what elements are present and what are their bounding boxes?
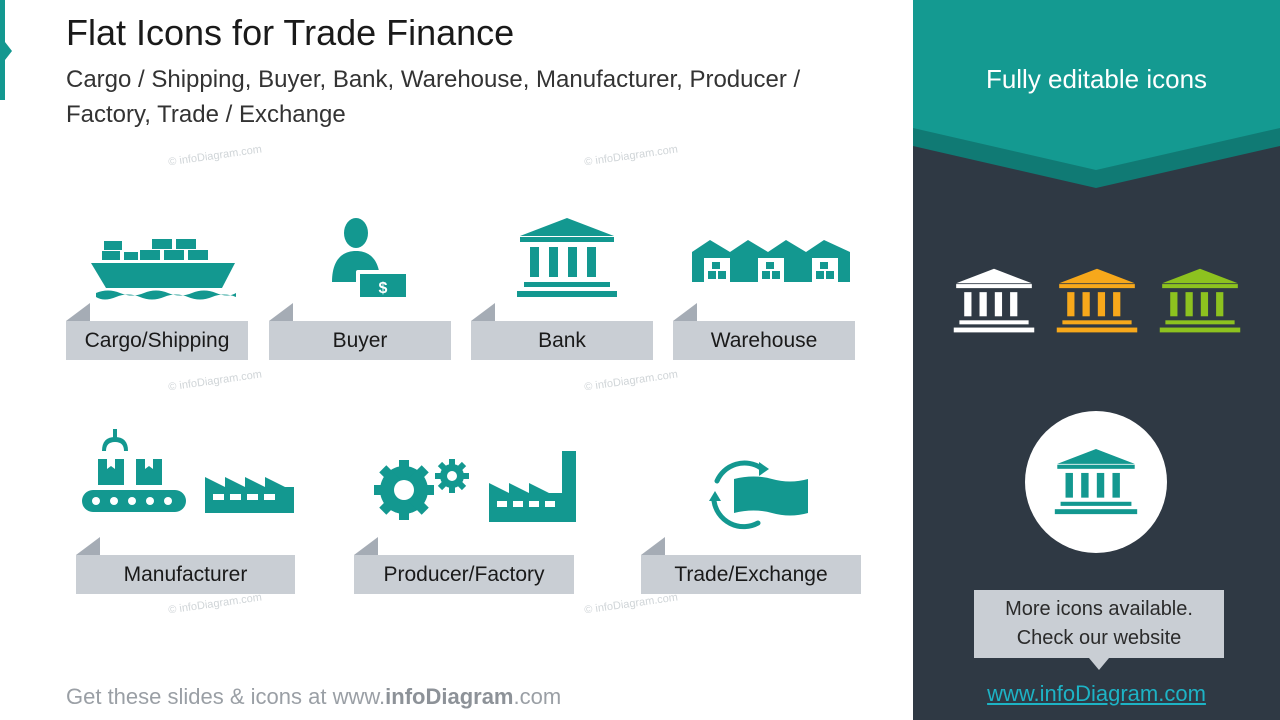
bank-icon-green <box>1159 268 1241 333</box>
footer-brand: infoDiagram <box>385 684 514 709</box>
more-icons-callout: More icons available. Check our website <box>974 590 1224 658</box>
watermark: © infoDiagram.com <box>583 143 679 169</box>
bank-icon-teal <box>1054 449 1138 515</box>
label-buyer: Buyer <box>269 321 451 360</box>
label-manufacturer: Manufacturer <box>76 555 295 594</box>
buyer-icon: $ <box>332 218 408 298</box>
label-bank: Bank <box>471 321 653 360</box>
bank-icon <box>517 218 617 297</box>
label-fold <box>269 303 293 321</box>
trade-exchange-icon <box>709 460 808 530</box>
label-fold <box>66 303 90 321</box>
watermark: © infoDiagram.com <box>583 368 679 394</box>
panel-banner <box>913 0 1280 188</box>
producer-factory-icon <box>374 451 576 522</box>
website-link[interactable]: www.infoDiagram.com <box>987 681 1206 706</box>
label-producer-factory: Producer/Factory <box>354 555 574 594</box>
label-fold <box>354 537 378 555</box>
svg-text:$: $ <box>379 280 388 297</box>
callout-line: Check our website <box>1016 627 1182 649</box>
label-fold <box>673 303 697 321</box>
left-accent-bar <box>0 0 5 100</box>
warehouse-icon <box>692 240 850 282</box>
panel-title: Fully editable icons <box>985 64 1208 94</box>
label-cargo-shipping: Cargo/Shipping <box>66 321 248 360</box>
right-panel: Fully editable icons <box>913 0 1280 720</box>
watermark: © infoDiagram.com <box>167 143 263 169</box>
cargo-ship-icon <box>91 239 236 300</box>
label-trade-exchange: Trade/Exchange <box>641 555 861 594</box>
label-fold <box>471 303 495 321</box>
manufacturer-icon <box>82 429 294 513</box>
bank-icon-circle <box>1025 411 1167 553</box>
callout-tail <box>1089 658 1109 670</box>
watermark: © infoDiagram.com <box>167 591 263 617</box>
watermark: © infoDiagram.com <box>167 368 263 394</box>
footer-prefix: Get these slides & icons at www. <box>66 684 386 709</box>
label-fold <box>641 537 665 555</box>
footer-suffix: .com <box>513 684 562 709</box>
watermark: © infoDiagram.com <box>583 591 679 617</box>
bank-icon-white <box>953 268 1035 333</box>
callout-line: More icons available. <box>1005 598 1193 620</box>
label-warehouse: Warehouse <box>673 321 855 360</box>
bank-icon-orange <box>1056 268 1138 333</box>
slide-subtitle: Cargo / Shipping, Buyer, Bank, Warehouse… <box>66 66 801 128</box>
left-accent-notch <box>5 42 12 60</box>
slide-title: Flat Icons for Trade Finance <box>66 12 515 53</box>
label-fold <box>76 537 100 555</box>
footer-text: Get these slides & icons at www.infoDiag… <box>66 684 561 710</box>
